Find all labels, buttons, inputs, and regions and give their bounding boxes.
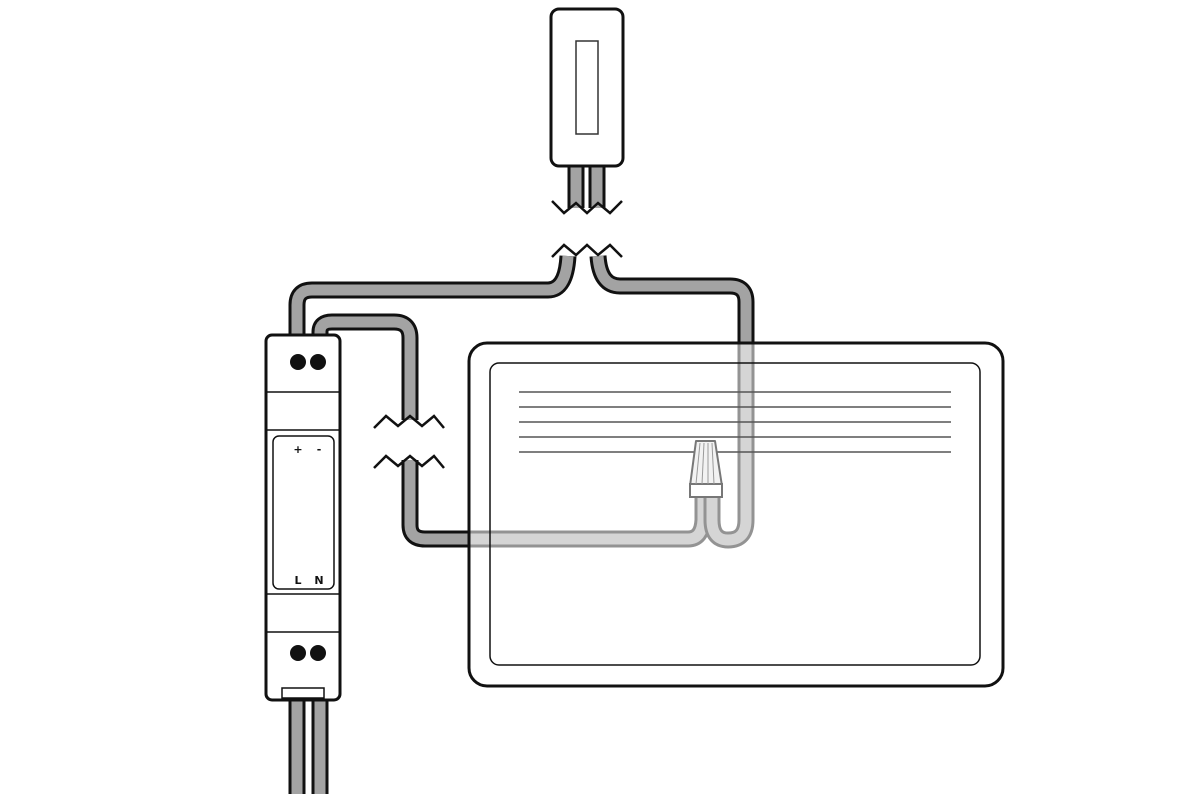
break-mark-left-upper [373,414,445,429]
wire-bottom-pair [288,690,329,794]
break-mark-switch-upper [551,200,623,215]
terminal-screw [290,645,306,661]
wall-switch [549,7,625,168]
terminal-screw [310,645,326,661]
break-marks [373,200,625,469]
terminal-label-minus: - [317,443,322,456]
terminal-label-line: L [294,574,301,587]
terminal-screw [290,354,306,370]
break-mark-switch-lower [551,243,623,258]
wire-switch-pair [567,160,606,208]
break-mark-left-lower [373,454,445,469]
wire-supply-top-left [288,255,577,340]
terminal-label-neutral: N [314,574,323,587]
din-rail-module: + - L N [264,333,342,702]
wire-module-to-break [311,313,419,420]
heater-panel [467,341,1005,688]
wire-nut-connector [689,440,723,498]
heater-grille-lines [519,391,951,453]
terminal-screw [310,354,326,370]
terminal-label-plus: + [293,443,302,456]
